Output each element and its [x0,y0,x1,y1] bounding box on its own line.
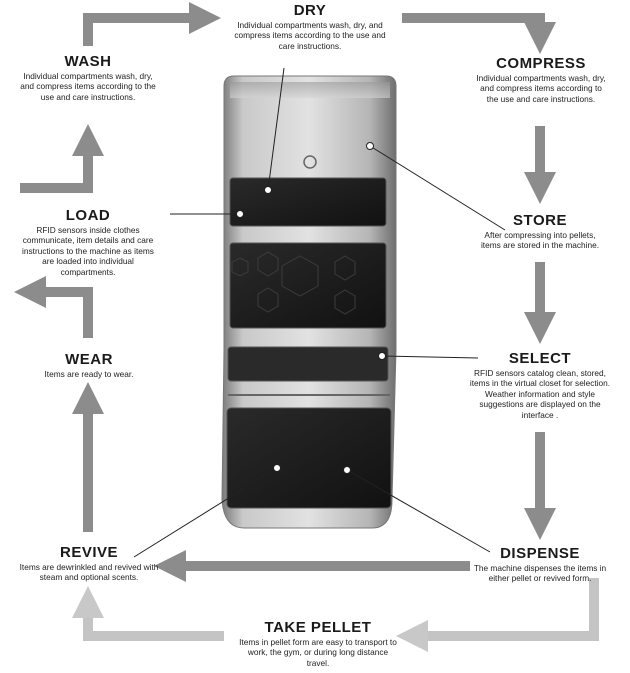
callout-lines [133,67,506,558]
step-take-pellet: TAKE PELLET Items in pellet form are eas… [238,619,398,668]
step-compress-desc: Individual compartments wash, dry, and c… [476,73,606,104]
step-revive-title: REVIVE [59,544,119,561]
step-dispense: DISPENSE The machine dispenses the items… [466,545,614,584]
step-store-title: STORE [513,212,567,229]
step-take-pellet-title: TAKE PELLET [264,619,372,636]
step-revive-desc: Items are dewrinkled and revived with st… [19,562,159,583]
step-wear: WEAR Items are ready to wear. [24,351,154,379]
storage-compartment [229,242,387,329]
cycle-arrows [13,1,599,653]
step-dry: DRY Individual compartments wash, dry, a… [230,2,390,51]
step-dispense-title: DISPENSE [500,545,580,562]
step-wash-desc: Individual compartments wash, dry, and c… [20,71,156,102]
step-wash-title: WASH [64,53,112,70]
step-store-desc: After compressing into pellets, items ar… [480,230,600,251]
step-wash: WASH Individual compartments wash, dry, … [20,53,156,102]
step-take-pellet-desc: Items in pellet form are easy to transpo… [239,637,397,668]
interface-panel[interactable] [227,346,389,382]
arrow-take-pellet-to-revive [71,585,224,641]
step-dispense-desc: The machine dispenses the items in eithe… [473,563,607,584]
arrow-wear-to-load [13,275,93,338]
brand-logo [303,155,317,169]
step-select-title: SELECT [508,350,572,367]
step-store: STORE After compressing into pellets, it… [474,212,606,251]
step-load: LOAD RFID sensors inside clothes communi… [18,207,158,277]
step-dry-title: DRY [293,2,327,19]
step-wear-title: WEAR [65,351,113,368]
step-dry-desc: Individual compartments wash, dry, and c… [234,20,386,51]
arrow-load-to-wash [20,123,105,193]
step-load-desc: RFID sensors inside clothes communicate,… [22,225,154,277]
dispense-drawer[interactable] [226,407,392,509]
load-compartment[interactable] [229,177,387,227]
step-revive: REVIVE Items are dewrinkled and revived … [14,544,164,583]
step-wear-desc: Items are ready to wear. [44,369,134,379]
step-compress: COMPRESS Individual compartments wash, d… [474,55,608,104]
arrow-wash-to-dry [83,1,222,46]
step-select: SELECT RFID sensors catalog clean, store… [466,350,614,420]
step-compress-title: COMPRESS [496,55,586,72]
step-select-desc: RFID sensors catalog clean, stored, item… [469,368,611,420]
arrow-dispense-to-take-pellet [395,578,599,653]
arrow-dry-to-compress [402,13,557,55]
step-load-title: LOAD [65,207,111,224]
